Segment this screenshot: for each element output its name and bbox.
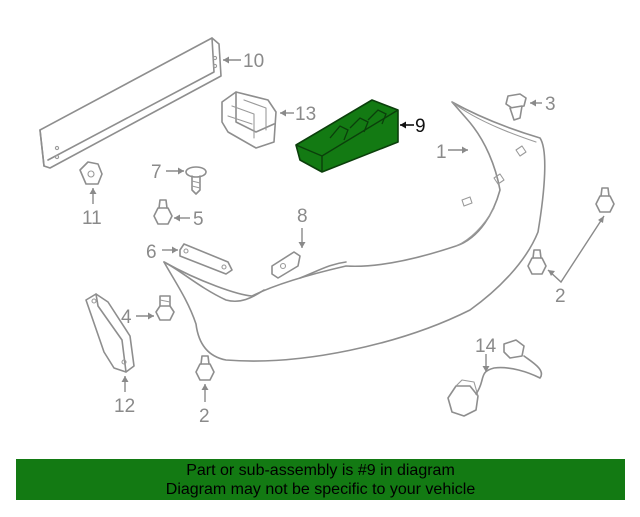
- part-1-bumper-cover: [163, 101, 546, 362]
- callout-14: 14: [475, 336, 497, 357]
- part-6-retainer: [179, 243, 233, 275]
- callout-9: 9: [415, 116, 426, 137]
- callout-10: 10: [243, 51, 264, 72]
- part-11-nut: [79, 161, 103, 185]
- callout-6: 6: [146, 242, 157, 263]
- callout-3: 3: [545, 94, 556, 115]
- part-12-side-bracket: [85, 293, 135, 373]
- part-7-screw: [185, 166, 207, 195]
- banner-line-2: Diagram may not be specific to your vehi…: [165, 480, 476, 498]
- part-10-reinforcement-beam: [39, 37, 222, 169]
- callout-2b: 2: [555, 286, 566, 307]
- callout-7: 7: [151, 162, 162, 183]
- part-14-wire-harness: [447, 339, 543, 417]
- callout-5: 5: [193, 209, 204, 230]
- part-2-clip-lower: [195, 355, 215, 381]
- part-5-clip: [153, 199, 173, 225]
- callout-1: 1: [436, 142, 447, 163]
- callout-11: 11: [82, 208, 102, 229]
- callout-8: 8: [297, 206, 308, 227]
- part-2-clips-right: [527, 187, 615, 275]
- part-8-bracket: [271, 251, 301, 279]
- part-3-clip: [505, 93, 527, 121]
- part-4-bolt: [155, 295, 175, 321]
- callout-13: 13: [295, 104, 316, 125]
- callout-12: 12: [114, 396, 135, 417]
- callout-2a: 2: [199, 406, 210, 427]
- part-13-bracket: [221, 91, 277, 149]
- callout-4: 4: [121, 307, 132, 328]
- banner-line-1: Part or sub-assembly is #9 in diagram: [186, 461, 455, 479]
- part-9-energy-absorber: [295, 99, 399, 173]
- leader-2b: [547, 215, 605, 284]
- info-banner: Part or sub-assembly is #9 in diagram Di…: [16, 459, 625, 500]
